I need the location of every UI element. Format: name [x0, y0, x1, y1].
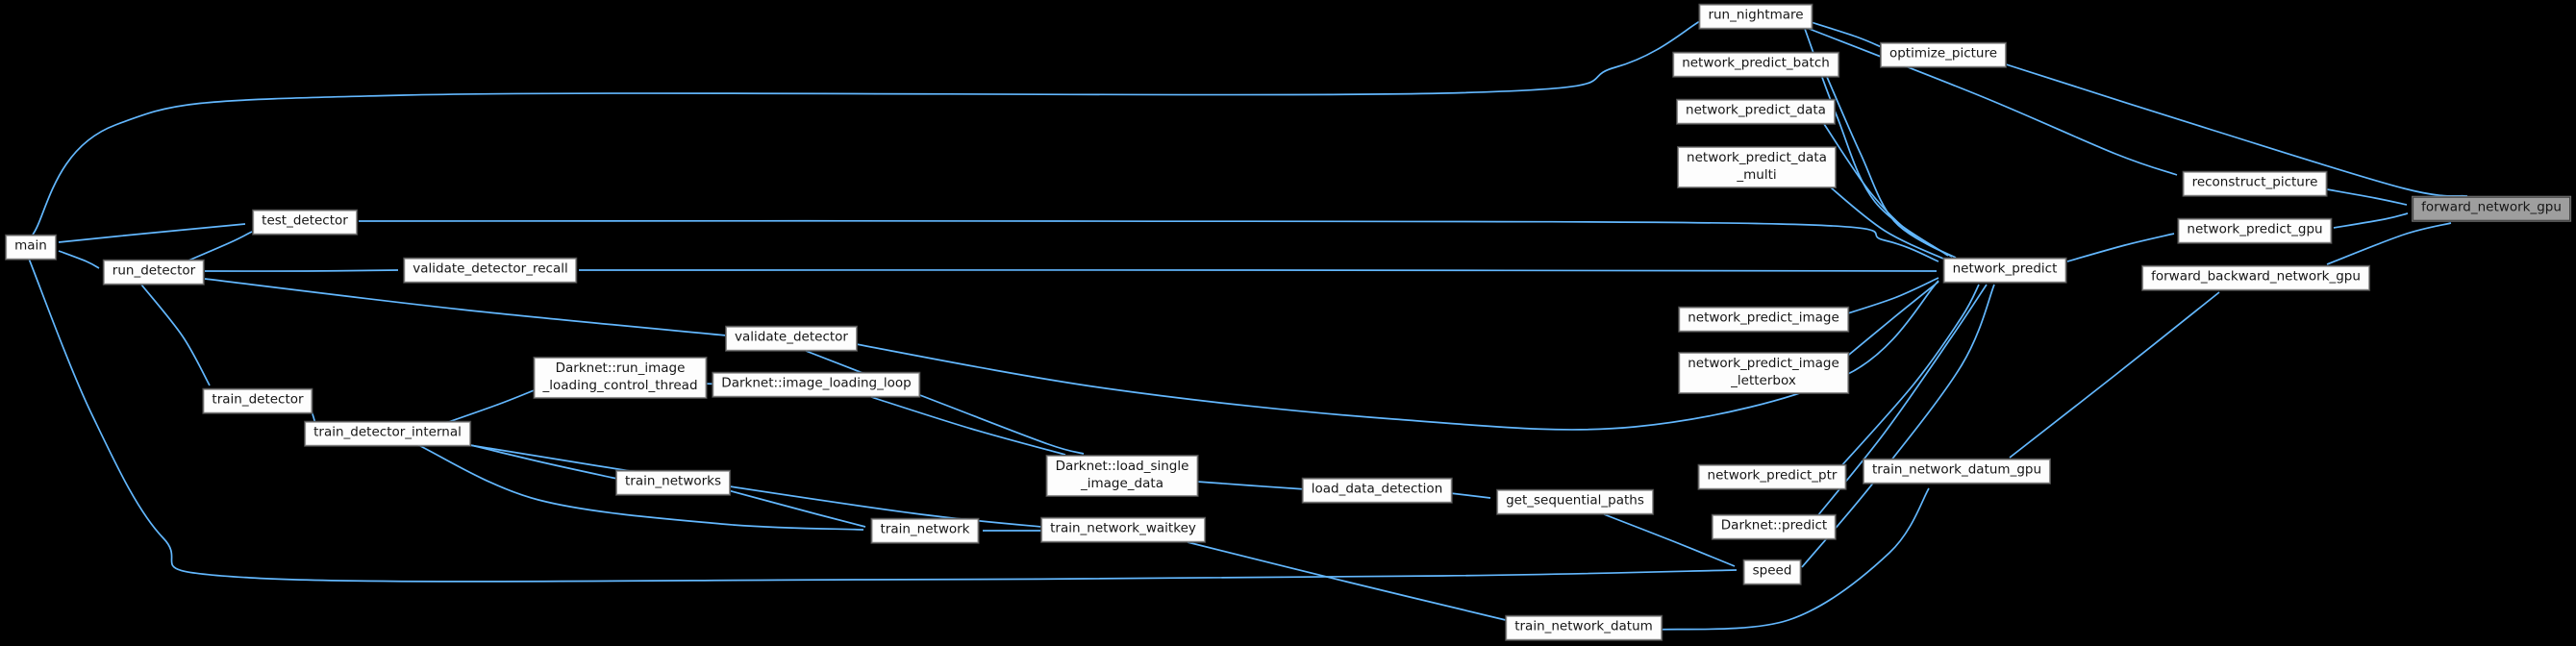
edge-run_nightmare-to-optimize_picture — [1807, 20, 1885, 49]
edge-test_detector-to-network_predict — [358, 219, 1939, 262]
node-network_predict_image[interactable]: network_predict_image — [1678, 306, 1849, 333]
edge-network_predict_data_multi-to-network_predict — [1824, 182, 1951, 262]
edge-darknet_load_single_image_data-to-load_data_detection — [1183, 480, 1307, 490]
edge-forward_backward_network_gpu-to-forward_network_gpu — [2326, 222, 2452, 265]
node-train_network[interactable]: train_network — [870, 517, 980, 544]
node-validate_detector_recall[interactable]: validate_detector_recall — [403, 257, 578, 284]
node-run_nightmare[interactable]: run_nightmare — [1698, 3, 1813, 30]
edge-network_predict_ptr-to-network_predict — [1838, 284, 1980, 469]
edge-network_predict_batch-to-network_predict — [1826, 76, 1953, 258]
edge-run_detector-to-validate_detector_recall — [204, 269, 399, 272]
edge-validate_detector-to-darknet_load_single_image_data — [805, 350, 1085, 455]
edge-train_networks-to-train_network — [727, 489, 866, 528]
node-train_detector_internal[interactable]: train_detector_internal — [304, 420, 471, 447]
node-network_predict_data_multi[interactable]: network_predict_data _multi — [1677, 145, 1837, 189]
edge-main-to-run_detector — [58, 250, 100, 269]
node-reconstruct_picture[interactable]: reconstruct_picture — [2182, 170, 2328, 197]
node-darknet_predict[interactable]: Darknet::predict — [1711, 513, 1838, 540]
edge-train_network_datum-to-train_network_datum_gpu — [1655, 487, 1930, 631]
node-train_detector[interactable]: train_detector — [202, 387, 313, 414]
edge-validate_detector_recall-to-network_predict — [578, 269, 1938, 272]
node-validate_detector[interactable]: validate_detector — [725, 325, 858, 352]
node-network_predict_batch[interactable]: network_predict_batch — [1672, 51, 1839, 78]
edge-get_sequential_paths-to-speed — [1603, 513, 1736, 567]
edge-run_detector-to-validate_detector — [204, 278, 738, 337]
node-darknet_load_single_image_data[interactable]: Darknet::load_single _image_data — [1045, 454, 1199, 498]
node-network_predict_image_letterbox[interactable]: network_predict_image _letterbox — [1678, 351, 1849, 395]
node-darknet_image_loading_loop[interactable]: Darknet::image_loading_loop — [712, 371, 921, 398]
edge-run_nightmare-to-reconstruct_picture — [1806, 27, 2178, 176]
edge-network_predict_gpu-to-forward_network_gpu — [2333, 212, 2409, 229]
node-get_sequential_paths[interactable]: get_sequential_paths — [1496, 488, 1654, 515]
edge-main-to-test_detector — [58, 223, 246, 243]
edge-network_predict_image-to-network_predict — [1838, 277, 1939, 317]
edge-main-to-speed — [28, 258, 1738, 583]
node-test_detector[interactable]: test_detector — [252, 209, 358, 236]
edge-train_detector_internal-to-train_network_waitkey — [451, 441, 1053, 529]
node-forward_network_gpu[interactable]: forward_network_gpu — [2412, 195, 2571, 222]
edge-darknet_image_loading_loop-to-darknet_load_single_image_data — [870, 396, 1066, 456]
edge-train_detector_internal-to-train_network — [417, 444, 864, 531]
node-network_predict_gpu[interactable]: network_predict_gpu — [2177, 217, 2333, 244]
node-run_detector[interactable]: run_detector — [102, 259, 206, 286]
edge-train_detector_internal-to-darknet_run_image_loading_control_thread — [434, 384, 549, 428]
edge-train_network_datum_gpu-to-forward_backward_network_gpu — [2009, 291, 2220, 459]
edge-optimize_picture-to-forward_network_gpu — [1999, 62, 2468, 197]
node-main[interactable]: main — [5, 234, 57, 261]
edge-main-to-run_nightmare — [32, 20, 1701, 236]
edge-network_predict_image_letterbox-to-network_predict — [1838, 281, 1939, 364]
node-train_networks[interactable]: train_networks — [614, 469, 732, 496]
edge-network_predict-to-network_predict_gpu — [2066, 233, 2175, 262]
edge-train_network_waitkey-to-train_network_datum — [1187, 541, 1511, 622]
node-network_predict_data[interactable]: network_predict_data — [1676, 98, 1836, 125]
edge-darknet_predict-to-network_predict — [1816, 284, 1988, 517]
node-darknet_run_image_loading_control_thread[interactable]: Darknet::run_image _loading_control_thre… — [533, 356, 708, 400]
node-optimize_picture[interactable]: optimize_picture — [1879, 41, 2008, 68]
node-network_predict[interactable]: network_predict — [1942, 257, 2067, 284]
edge-run_detector-to-train_detector — [140, 284, 211, 386]
edge-run_detector-to-test_detector — [188, 231, 253, 261]
node-train_network_datum[interactable]: train_network_datum — [1505, 614, 1663, 641]
edge-reconstruct_picture-to-forward_network_gpu — [2326, 188, 2408, 206]
node-forward_backward_network_gpu[interactable]: forward_backward_network_gpu — [2141, 264, 2370, 291]
node-load_data_detection[interactable]: load_data_detection — [1301, 477, 1453, 504]
node-network_predict_ptr[interactable]: network_predict_ptr — [1697, 463, 1847, 490]
node-train_network_waitkey[interactable]: train_network_waitkey — [1040, 516, 1206, 543]
edge-network_predict_data-to-network_predict — [1823, 123, 1957, 259]
node-speed[interactable]: speed — [1742, 559, 1802, 585]
node-train_network_datum_gpu[interactable]: train_network_datum_gpu — [1862, 458, 2052, 484]
edge-load_data_detection-to-get_sequential_paths — [1449, 492, 1491, 499]
